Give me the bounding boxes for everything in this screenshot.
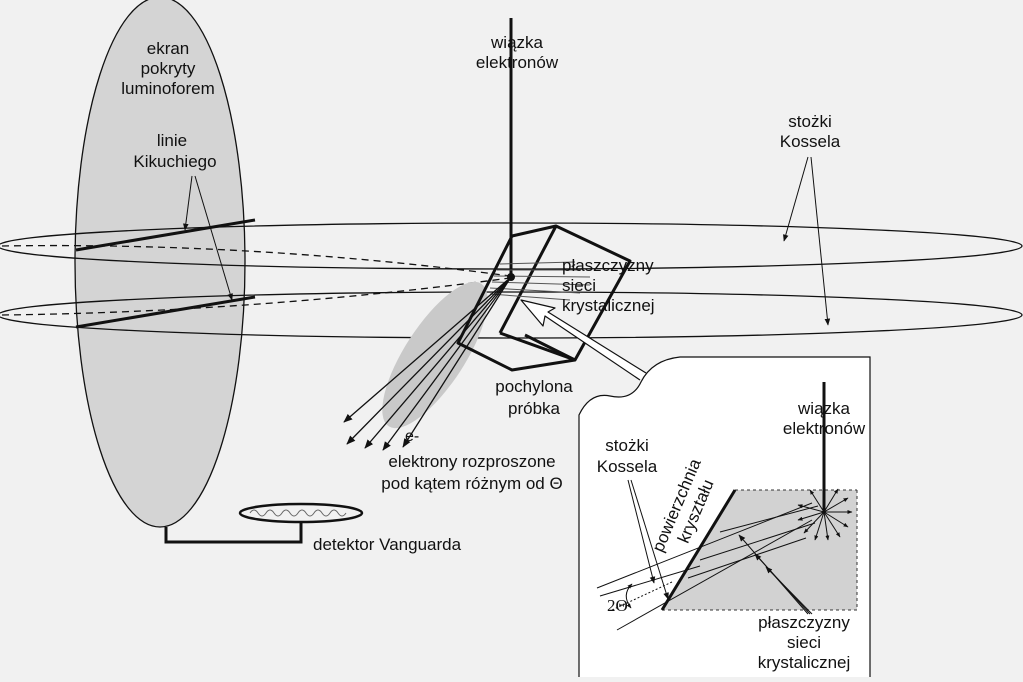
kikuchi-line-upper	[75, 218, 256, 252]
sample-edge-base	[499, 331, 576, 362]
detector-ring	[238, 502, 364, 524]
inset-scatter-star	[797, 488, 853, 541]
sample-top-face	[511, 224, 632, 362]
planes-label-line3: krystalicznej	[562, 296, 655, 315]
inset-crystal-surface	[660, 489, 737, 611]
kikuchi-label: linie Kikuchiego	[133, 131, 233, 301]
kossel-label: stożki Kossela	[780, 112, 841, 326]
planes-label-line1: płaszczyzny	[562, 256, 654, 275]
inset-pointer-arrow	[520, 299, 647, 381]
kikuchi-line-lower	[75, 295, 256, 329]
detector-coil	[249, 509, 347, 517]
planes-label: płaszczyzny sieci krystalicznej	[562, 256, 655, 315]
beam-label-line2: elektronów	[476, 53, 559, 72]
detector-cable	[164, 520, 303, 544]
vanguard-detector: detektor Vanguarda	[164, 502, 462, 554]
phosphor-screen	[74, 0, 246, 528]
kossel-label-line2: Kossela	[780, 132, 841, 151]
inset-kossel-label-line2: Kossela	[597, 457, 658, 476]
screen-label-line3: luminoforem	[121, 79, 215, 98]
kossel-arrow-upper	[783, 156, 809, 242]
sample-label: pochylona próbka	[495, 377, 573, 418]
kikuchi-arrow-upper	[183, 175, 193, 231]
kikuchi-label-line1: linie	[157, 131, 187, 150]
kossel-dash-lower	[1, 277, 511, 316]
inset-beam-label-line2: elektronów	[783, 419, 866, 438]
scattered-label-line2: pod kątem różnym od Θ	[381, 474, 562, 493]
sample-label-line1: pochylona	[495, 377, 573, 396]
beam-label: wiązka elektronów	[476, 33, 559, 72]
inset-kossel-label-line1: stożki	[605, 436, 648, 455]
inset-kossel-arrow-2	[630, 479, 669, 600]
inset-planes-label-line3: krystalicznej	[758, 653, 851, 672]
kikuchi-lines	[75, 218, 256, 329]
sample-edge-mid	[498, 225, 558, 334]
scattered-rays	[343, 276, 512, 451]
inset-angle-arc	[625, 583, 633, 609]
kossel-label-line1: stożki	[788, 112, 831, 131]
inset-beam-label-line1: wiązka	[797, 399, 851, 418]
detector-label: detektor Vanguarda	[313, 535, 462, 554]
inset-angle-label: 2Θ	[607, 596, 628, 615]
scattered-label: e- elektrony rozproszone pod kątem różny…	[381, 428, 562, 493]
inset-planes-arrow-3	[765, 566, 813, 615]
screen-label: ekran pokryty luminoforem	[121, 39, 215, 98]
sample-label-line2: próbka	[508, 399, 561, 418]
screen-label-line2: pokryty	[141, 59, 196, 78]
kikuchi-label-line2: Kikuchiego	[133, 152, 216, 171]
planes-label-line2: sieci	[562, 276, 596, 295]
e-minus-label: e-	[405, 428, 419, 445]
kikuchi-arrow-lower	[194, 175, 233, 301]
tilted-sample	[456, 224, 632, 372]
kossel-arrow-lower	[810, 156, 831, 326]
beam-label-line1: wiązka	[490, 33, 544, 52]
screen-label-line1: ekran	[147, 39, 190, 58]
sample-front-face	[456, 235, 576, 372]
inset-planes-label-line1: płaszczyzny	[758, 613, 850, 632]
kossel-dash-upper	[1, 244, 511, 277]
scattered-label-line1: elektrony rozproszone	[388, 452, 555, 471]
inset-planes-label-line2: sieci	[787, 633, 821, 652]
inset-panel: 2Θ wiązka elektronów stożki Kossela powi…	[520, 299, 871, 677]
inset-kossel-arrow-1	[627, 479, 656, 584]
